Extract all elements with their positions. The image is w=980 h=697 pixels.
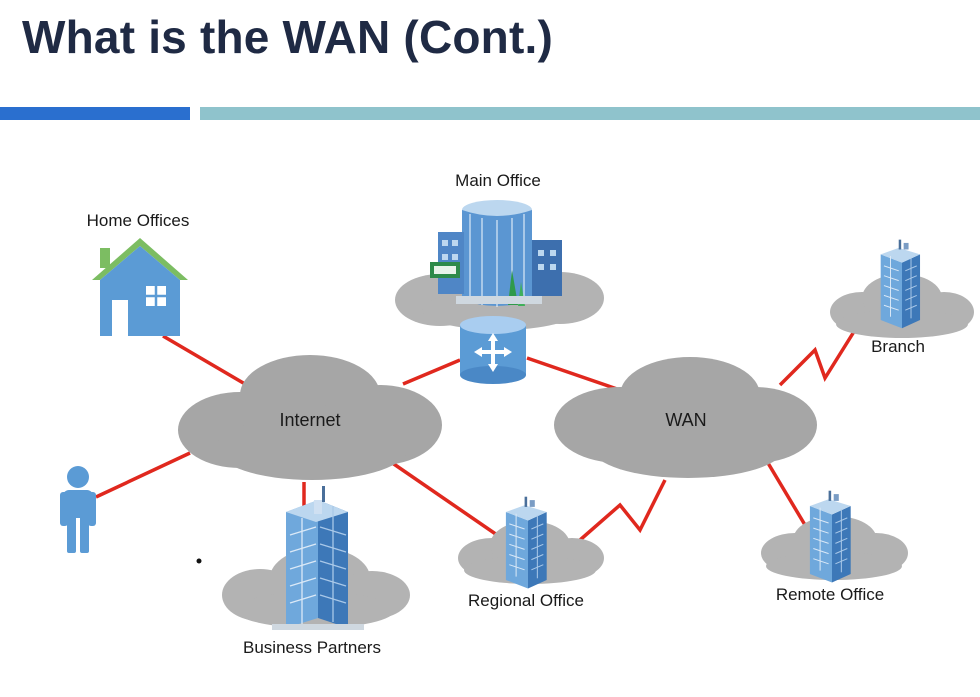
remote-office-label: Remote Office <box>776 585 884 604</box>
link-person-internet <box>95 451 191 499</box>
building-icon <box>272 486 364 630</box>
house-icon <box>92 238 188 336</box>
internet-label: Internet <box>279 410 340 430</box>
person-icon <box>60 466 96 553</box>
building-icon <box>505 496 548 590</box>
link-router-wan <box>526 356 621 392</box>
business-partners-label: Business Partners <box>243 638 381 657</box>
link-wan-remote <box>763 457 810 531</box>
link-regional-wan <box>578 479 667 542</box>
link-internet-regional <box>387 458 501 539</box>
internet-cloud <box>178 355 442 480</box>
main-office-label: Main Office <box>455 171 541 190</box>
building-icon <box>880 239 921 329</box>
title-underline-bar <box>200 107 980 120</box>
title-accent-bar <box>0 107 190 120</box>
stray-dot <box>196 558 202 564</box>
wan-cloud <box>554 357 817 478</box>
regional-office-label: Regional Office <box>468 591 584 610</box>
home-offices-label: Home Offices <box>87 211 190 230</box>
link-home-internet <box>162 334 246 386</box>
slide-title: What is the WAN (Cont.) <box>22 11 553 63</box>
router-icon <box>460 316 526 384</box>
office-building-icon <box>430 200 562 307</box>
branch-label: Branch <box>871 337 925 356</box>
link-wan-branch <box>778 329 857 387</box>
building-icon <box>809 490 852 584</box>
link-internet-router <box>402 358 461 386</box>
wan-label: WAN <box>665 410 706 430</box>
